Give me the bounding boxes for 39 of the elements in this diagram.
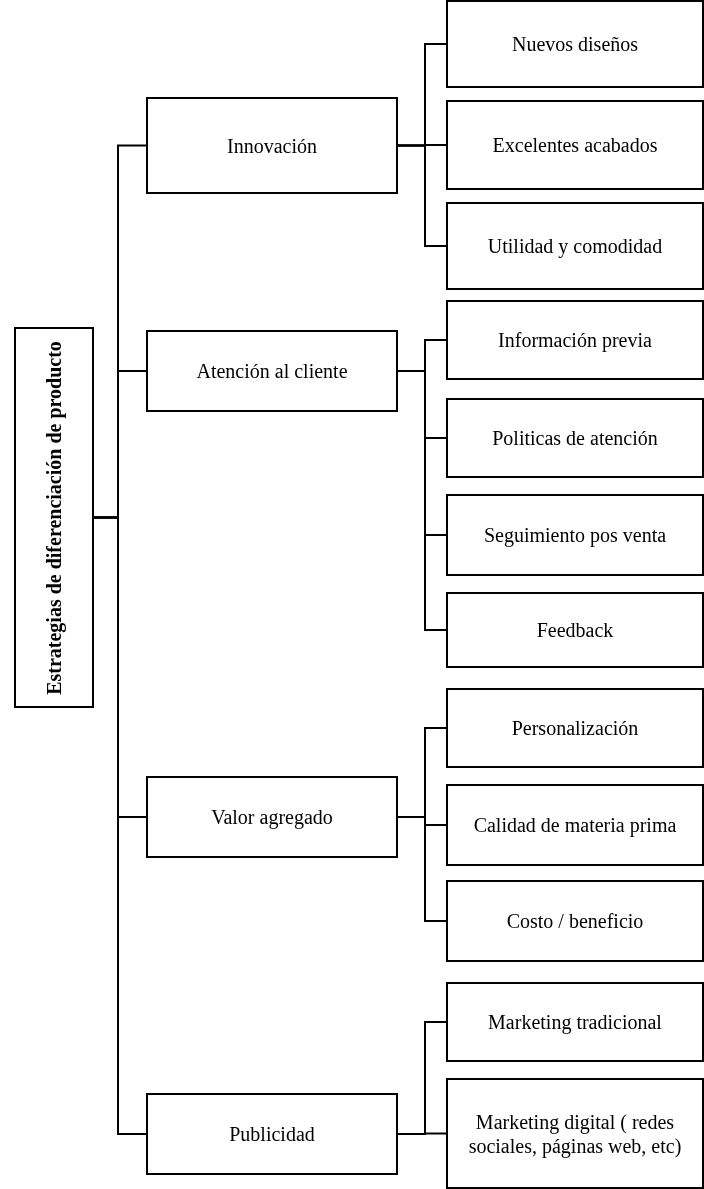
box-label: Calidad de materia prima [472, 813, 678, 837]
box-label: Atención al cliente [195, 359, 349, 383]
category-box [446, 592, 704, 668]
category-box [146, 330, 398, 412]
box-label: Utilidad y comodidad [486, 234, 664, 258]
box-label: Valor agregado [210, 805, 334, 829]
box-label: Nuevos diseños [510, 32, 640, 56]
category-box [446, 688, 704, 768]
box-label: Marketing tradicional [487, 1010, 663, 1034]
category-box [446, 300, 704, 380]
category-box [146, 1093, 398, 1175]
box-label: Seguimiento pos venta [482, 523, 668, 547]
category-box [446, 398, 704, 478]
box-label: Innovación [226, 133, 318, 158]
connector-line [397, 370, 447, 631]
box-label: Excelentes acabados [491, 133, 659, 157]
connector-line [397, 1132, 447, 1135]
connector-line [93, 516, 147, 1135]
category-box [446, 982, 704, 1062]
category-box [446, 100, 704, 190]
category-box [446, 1078, 704, 1189]
box-label: Politicas de atención [491, 426, 659, 450]
box-label: Información previa [497, 328, 653, 352]
box-label: Costo / beneficio [505, 909, 645, 933]
box-label: Publicidad [228, 1122, 316, 1146]
category-box [146, 776, 398, 858]
box-label: Personalización [510, 716, 640, 740]
root-box [14, 327, 94, 708]
category-box [446, 880, 704, 962]
category-box [446, 0, 704, 88]
box-label: Marketing digital ( redes sociales, páginas web, etc) [467, 1109, 683, 1158]
box-label: Feedback [535, 618, 615, 642]
category-box [446, 784, 704, 866]
category-box [446, 202, 704, 290]
category-box [446, 494, 704, 576]
connector-line [397, 144, 447, 247]
root-title: Estrategias de diferenciación de producto [42, 339, 66, 697]
connector-line [397, 816, 447, 922]
category-box [146, 97, 398, 194]
